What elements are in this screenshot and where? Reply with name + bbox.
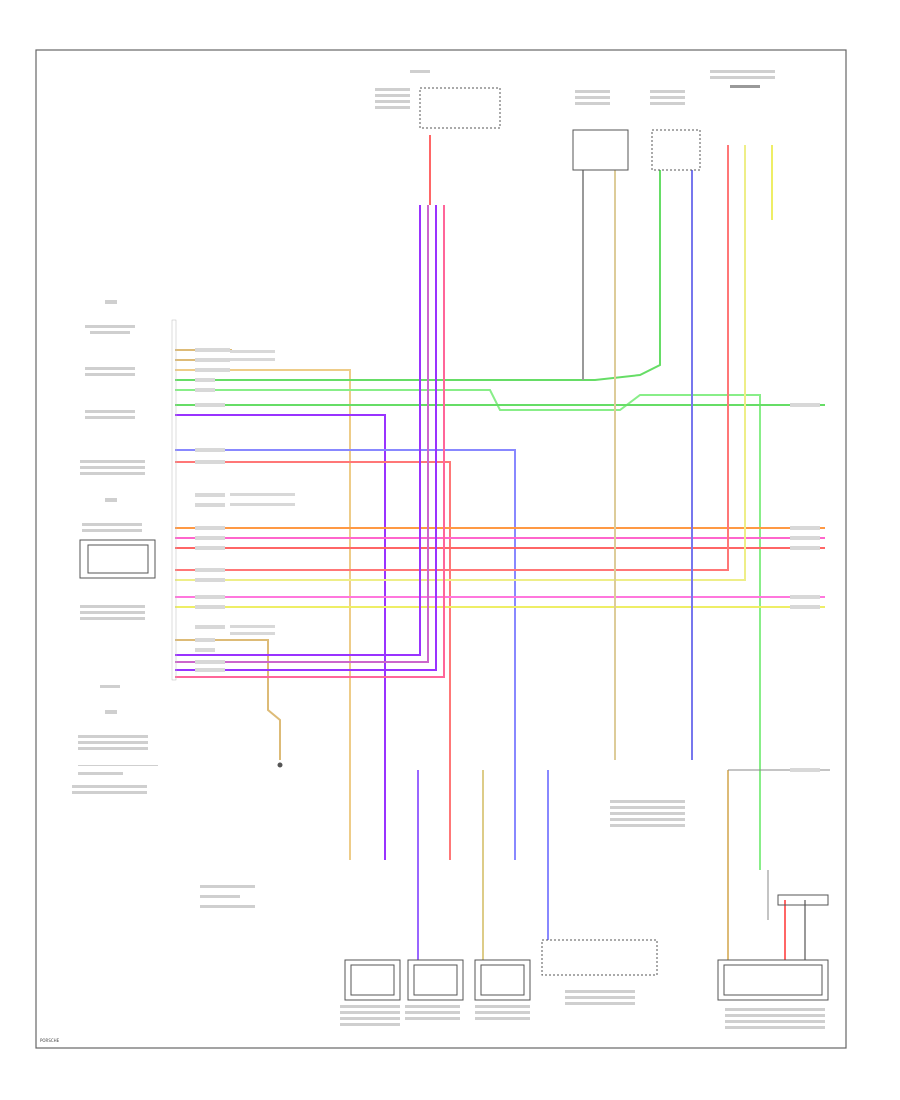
top-labels	[375, 70, 775, 109]
wire-violet-bundle-2	[175, 205, 429, 663]
connector-pins	[171, 319, 177, 681]
fuel-sender-right-box	[651, 129, 701, 171]
fuel-sender-left-box	[572, 129, 629, 171]
wire-red-1	[175, 461, 451, 860]
wire-green-1	[175, 170, 661, 381]
wire-tan-ground	[175, 639, 281, 760]
wire-violet-1	[175, 414, 386, 860]
wire-green-2	[175, 389, 761, 870]
wire-yellow-1	[175, 145, 746, 581]
sensor-box-3	[474, 959, 531, 1001]
bottom-labels	[200, 800, 825, 1029]
footer-code: PORSCHE	[40, 1038, 60, 1043]
fuel-pump-control-box	[777, 894, 829, 906]
wire-red-bundle	[175, 205, 445, 678]
wire-tan-to-sensor	[175, 369, 351, 860]
fuel-level-sensor-box	[541, 939, 658, 976]
diagram-frame	[35, 49, 847, 1049]
wire-blue-1	[175, 449, 516, 860]
left-labels	[72, 300, 158, 794]
wire-violet-bundle-1	[175, 205, 421, 656]
wire-tags	[195, 348, 820, 772]
harness-wires	[175, 145, 825, 870]
vertical-wires	[417, 135, 806, 960]
fuel-pump-box	[717, 959, 829, 1001]
ground-point	[277, 762, 283, 768]
ignition-switch	[419, 87, 501, 129]
wire-red-3	[175, 145, 729, 571]
sensor-box-1	[344, 959, 401, 1001]
connector-stubs	[728, 769, 830, 920]
instrument-cluster-box	[79, 539, 156, 579]
wire-violet-bundle-3	[175, 205, 437, 671]
sensor-box-2	[407, 959, 464, 1001]
components	[79, 87, 829, 1001]
